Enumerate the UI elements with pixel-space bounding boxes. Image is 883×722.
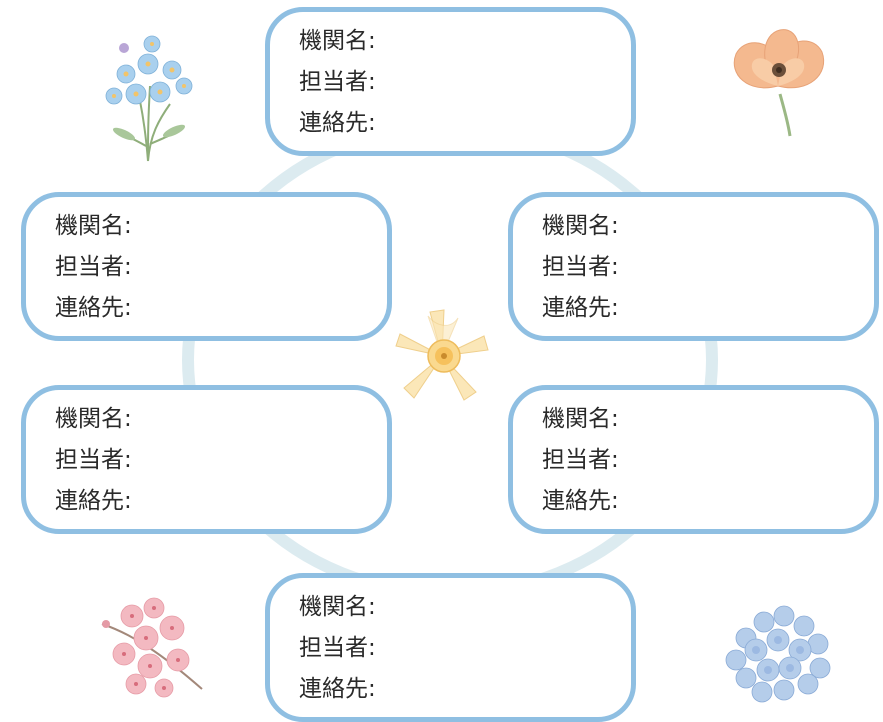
contact-card-bottom: 機関名: 担当者: 連絡先:	[265, 573, 636, 722]
person-in-charge-label: 担当者:	[542, 447, 619, 473]
organization-name-label: 機関名:	[55, 213, 132, 239]
poppy-icon	[733, 29, 825, 137]
person-in-charge-label: 担当者:	[55, 447, 132, 473]
organization-name-label: 機関名:	[542, 406, 619, 432]
organization-name-label: 機関名:	[299, 594, 376, 620]
contact-card-middle-left: 機関名: 担当者: 連絡先:	[21, 192, 392, 341]
person-in-charge-label: 担当者:	[299, 69, 376, 95]
forget-me-not-icon	[105, 35, 193, 162]
daffodil-icon	[395, 309, 489, 401]
contact-card-lower-right: 機関名: 担当者: 連絡先:	[508, 385, 879, 534]
hydrangea-icon	[725, 605, 831, 703]
organization-name-label: 機関名:	[299, 28, 376, 54]
contact-info-label: 連絡先:	[542, 295, 619, 321]
contact-card-top: 機関名: 担当者: 連絡先:	[265, 7, 636, 156]
organization-name-label: 機関名:	[55, 406, 132, 432]
contact-info-label: 連絡先:	[299, 676, 376, 702]
person-in-charge-label: 担当者:	[299, 635, 376, 661]
contact-info-label: 連絡先:	[299, 110, 376, 136]
contact-info-label: 連絡先:	[542, 488, 619, 514]
person-in-charge-label: 担当者:	[55, 254, 132, 280]
contact-info-label: 連絡先:	[55, 488, 132, 514]
organization-name-label: 機関名:	[542, 213, 619, 239]
cherry-blossom-icon	[101, 597, 203, 698]
contact-info-label: 連絡先:	[55, 295, 132, 321]
contact-card-lower-left: 機関名: 担当者: 連絡先:	[21, 385, 392, 534]
person-in-charge-label: 担当者:	[542, 254, 619, 280]
contact-card-middle-right: 機関名: 担当者: 連絡先:	[508, 192, 879, 341]
